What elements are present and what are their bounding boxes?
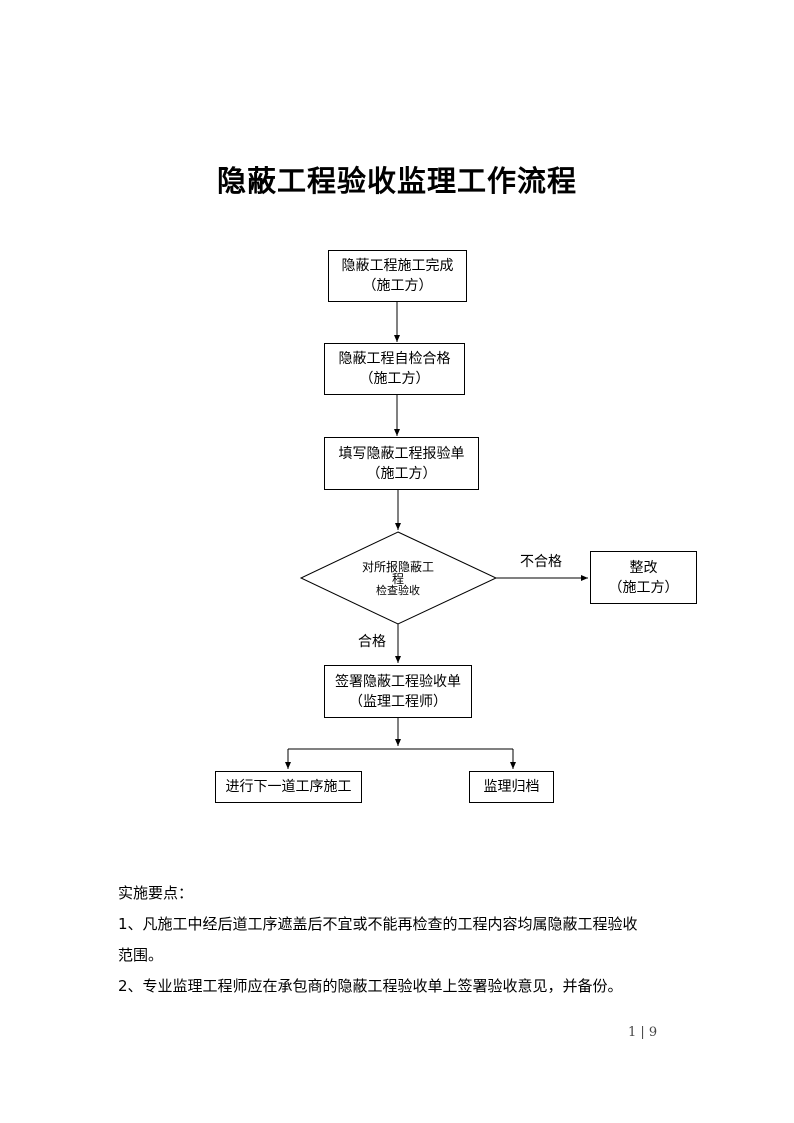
step-construction-complete: 隐蔽工程施工完成 （施工方） <box>328 250 467 302</box>
note-item-1-continued: 范围。 <box>118 946 164 964</box>
page-title: 隐蔽工程验收监理工作流程 <box>216 164 577 198</box>
decision-text: 对所报隐蔽工 程 检查验收 <box>340 561 456 597</box>
decision-line-1: 对所报隐蔽工 <box>361 560 434 574</box>
fail-label: 不合格 <box>520 554 562 570</box>
decision-line-3: 检查验收 <box>376 584 420 597</box>
pass-label: 合格 <box>358 634 386 650</box>
step-title: 隐蔽工程施工完成 <box>341 258 454 274</box>
step-title: 隐蔽工程自检合格 <box>338 351 451 367</box>
implementation-notes: 实施要点： 1、凡施工中经后道工序遮盖后不宜或不能再检查的工程内容均属隐蔽工程验… <box>118 878 638 1002</box>
note-item-2: 2、专业监理工程师应在承包商的隐蔽工程验收单上签署验收意见，并备份。 <box>118 977 623 995</box>
step-role: （施工方） <box>366 465 437 482</box>
step-fill-report: 填写隐蔽工程报验单 （施工方） <box>324 437 479 490</box>
step-title: 进行下一道工序施工 <box>225 779 352 795</box>
step-rectify: 整改 （施工方） <box>590 551 697 604</box>
step-sign-acceptance: 签署隐蔽工程验收单 （监理工程师） <box>324 665 472 718</box>
step-role: （施工方） <box>608 579 679 596</box>
step-role: （监理工程师） <box>349 693 447 710</box>
step-title: 监理归档 <box>483 779 540 795</box>
step-role: （施工方） <box>359 371 430 387</box>
step-self-inspection: 隐蔽工程自检合格 （施工方） <box>324 343 465 395</box>
step-title: 签署隐蔽工程验收单 <box>335 673 461 690</box>
decision-line-2: 程 <box>391 572 404 586</box>
step-title: 整改 <box>629 559 658 576</box>
step-title: 填写隐蔽工程报验单 <box>338 445 465 462</box>
step-archive: 监理归档 <box>469 771 554 803</box>
page-number: 1 | 9 <box>628 1025 658 1040</box>
note-item-1: 1、凡施工中经后道工序遮盖后不宜或不能再检查的工程内容均属隐蔽工程验收 <box>118 915 638 933</box>
step-next-process: 进行下一道工序施工 <box>215 771 362 803</box>
step-role: （施工方） <box>362 278 433 294</box>
notes-heading: 实施要点： <box>118 884 194 902</box>
